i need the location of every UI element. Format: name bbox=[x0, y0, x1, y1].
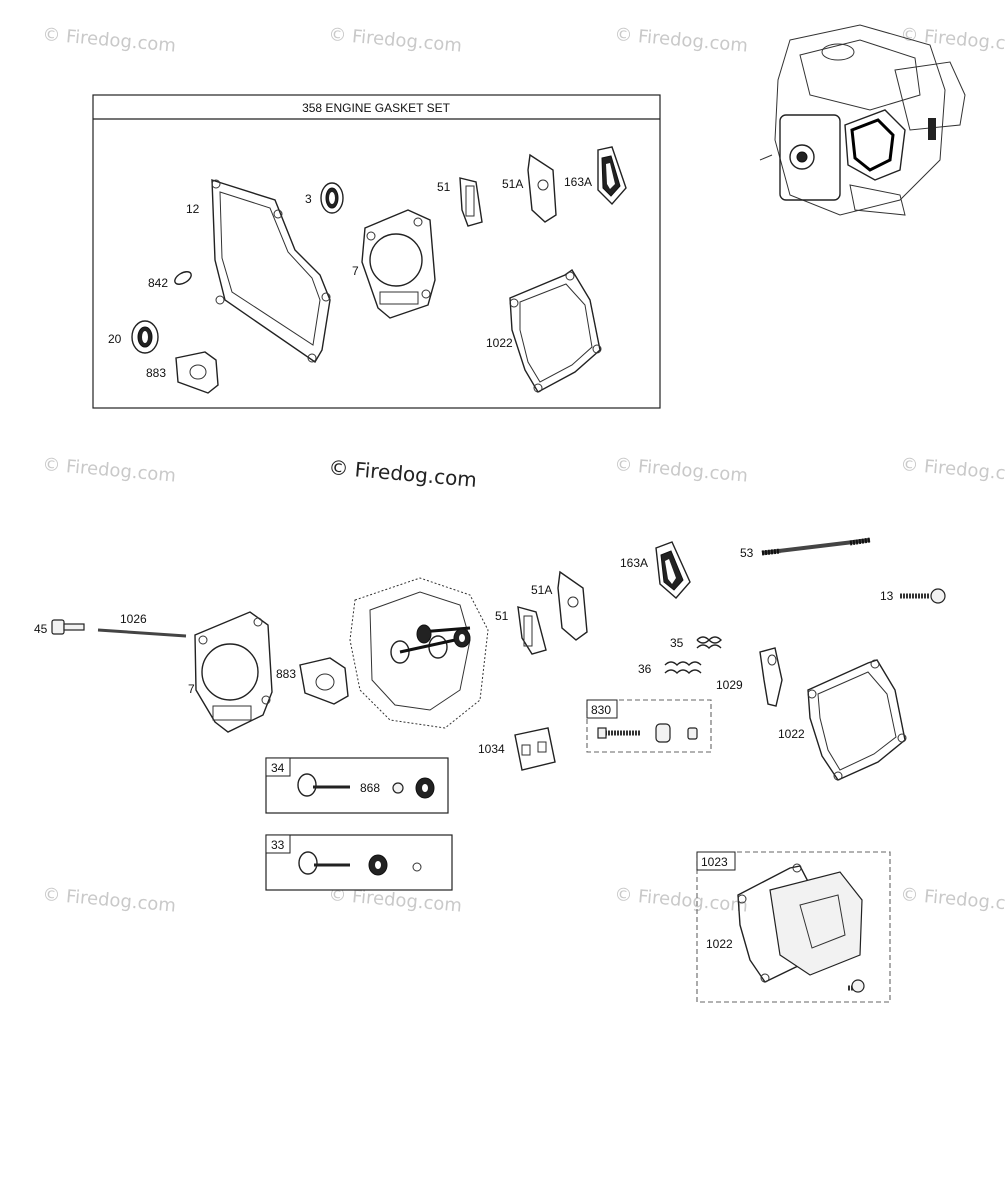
part-1022-gasket: 1022 bbox=[486, 268, 602, 393]
label-1022-kit: 1022 bbox=[706, 937, 733, 951]
watermark-3: © Firedog.com bbox=[614, 24, 749, 57]
label-1026: 1026 bbox=[120, 612, 147, 626]
part-12-crankcase-gasket: 12 bbox=[186, 179, 331, 364]
kit-830: 830 bbox=[586, 699, 712, 753]
part-51-gasket: 51 bbox=[437, 177, 483, 227]
label-1022: 1022 bbox=[486, 336, 513, 350]
label-1034: 1034 bbox=[478, 742, 505, 756]
kit-34: 34 868 bbox=[265, 757, 449, 814]
part-45-bolt: 45 bbox=[34, 619, 85, 636]
label-36: 36 bbox=[638, 662, 652, 676]
label-7-main: 7 bbox=[188, 682, 195, 696]
label-1023: 1023 bbox=[701, 855, 728, 869]
label-51a-main: 51A bbox=[531, 583, 552, 597]
part-883-gasket: 883 bbox=[146, 351, 219, 394]
label-33: 33 bbox=[271, 838, 285, 852]
cylinder-head-illustration bbox=[349, 577, 489, 729]
part-883-gasket-main: 883 bbox=[276, 657, 349, 705]
part-842-o-ring: 842 bbox=[148, 271, 192, 290]
part-1034-plate: 1034 bbox=[478, 727, 556, 771]
part-51-gasket-main: 51 bbox=[495, 606, 547, 655]
label-883-main: 883 bbox=[276, 667, 296, 681]
part-36-spring: 36 bbox=[638, 661, 702, 676]
label-868: 868 bbox=[360, 781, 380, 795]
watermark-2: © Firedog.com bbox=[328, 24, 463, 57]
part-163a-gasket: 163A bbox=[564, 146, 627, 206]
watermark-7: © Firedog.com bbox=[900, 454, 1005, 487]
label-45: 45 bbox=[34, 622, 48, 636]
label-51a: 51A bbox=[502, 177, 523, 191]
part-13-bolt: 13 bbox=[880, 588, 946, 604]
watermark-10: © Firedog.com bbox=[614, 884, 749, 917]
part-163a-gasket-main: 163A bbox=[620, 541, 691, 599]
label-34: 34 bbox=[271, 761, 285, 775]
gasket-set-box: 358 ENGINE GASKET SET 12 3 bbox=[92, 94, 661, 409]
part-7-head-gasket: 7 bbox=[352, 209, 436, 319]
label-53: 53 bbox=[740, 546, 754, 560]
part-20-oil-seal: 20 bbox=[108, 320, 159, 354]
watermark-1: © Firedog.com bbox=[42, 24, 177, 57]
watermark-6: © Firedog.com bbox=[614, 454, 749, 487]
gasket-set-title: 358 ENGINE GASKET SET bbox=[302, 101, 451, 115]
label-3: 3 bbox=[305, 192, 312, 206]
label-842: 842 bbox=[148, 276, 168, 290]
label-7: 7 bbox=[352, 264, 359, 278]
kit-33: 33 bbox=[265, 834, 453, 891]
watermark-5: © Firedog.com bbox=[42, 454, 177, 487]
label-830: 830 bbox=[591, 703, 611, 717]
label-12: 12 bbox=[186, 202, 200, 216]
label-163a: 163A bbox=[564, 175, 592, 189]
label-163a-main: 163A bbox=[620, 556, 648, 570]
label-883: 883 bbox=[146, 366, 166, 380]
label-13: 13 bbox=[880, 589, 894, 603]
label-1029: 1029 bbox=[716, 678, 743, 692]
part-1026-push-rod: 1026 bbox=[97, 612, 187, 638]
part-1029-rocker-arm: 1029 bbox=[716, 647, 783, 707]
part-51a-gasket: 51A bbox=[502, 153, 557, 223]
label-20: 20 bbox=[108, 332, 122, 346]
label-1022-main: 1022 bbox=[778, 727, 805, 741]
watermark-8: © Firedog.com bbox=[42, 884, 177, 917]
part-7-head-gasket-main: 7 bbox=[188, 611, 273, 733]
label-51: 51 bbox=[437, 180, 451, 194]
label-51-main: 51 bbox=[495, 609, 509, 623]
part-35-spring: 35 bbox=[670, 636, 722, 650]
part-3-oil-seal: 3 bbox=[305, 182, 344, 214]
part-53-stud: 53 bbox=[740, 537, 871, 560]
part-51a-gasket-main: 51A bbox=[531, 570, 588, 641]
center-watermark: © Firedog.com bbox=[328, 455, 478, 492]
kit-1023: 1023 1022 bbox=[696, 851, 891, 1003]
watermark-11: © Firedog.com bbox=[900, 884, 1005, 917]
label-35: 35 bbox=[670, 636, 684, 650]
part-1022-gasket-main: 1022 bbox=[778, 659, 907, 781]
engine-overview-illustration bbox=[759, 24, 966, 216]
